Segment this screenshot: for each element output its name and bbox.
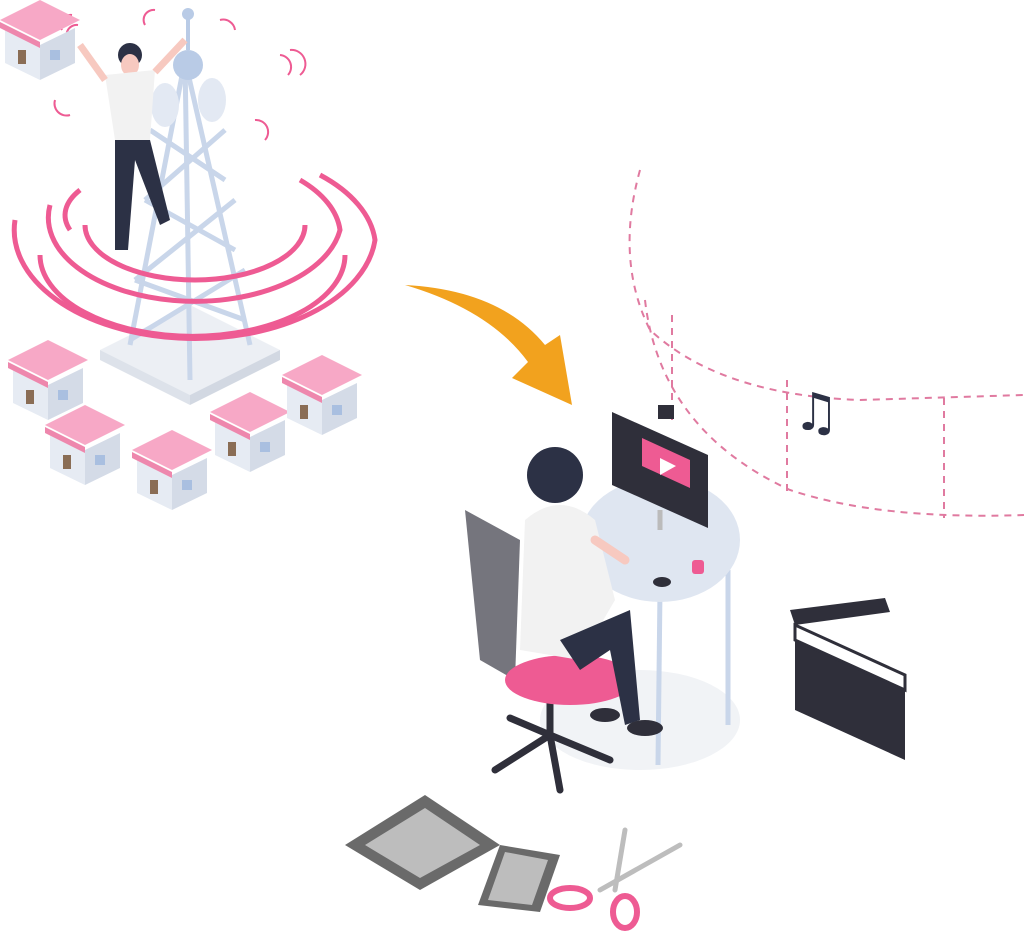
antenna-ball [173,50,203,80]
music-note-icon: ♫ [793,383,840,443]
scissors-icon [547,827,683,931]
person-on-tower [53,8,307,250]
chair-back [465,510,520,680]
arrow-icon [405,285,572,405]
cup [692,560,704,574]
chair-seat [505,655,635,705]
signal-rings [11,172,378,341]
dashed-screen [628,169,1024,518]
film-strip-icon [345,795,560,912]
head [527,447,583,503]
houses [0,0,362,510]
mouse [653,577,671,587]
clapperboard-icon [790,598,907,760]
camera-icon [658,405,674,419]
person-at-desk [465,447,663,794]
